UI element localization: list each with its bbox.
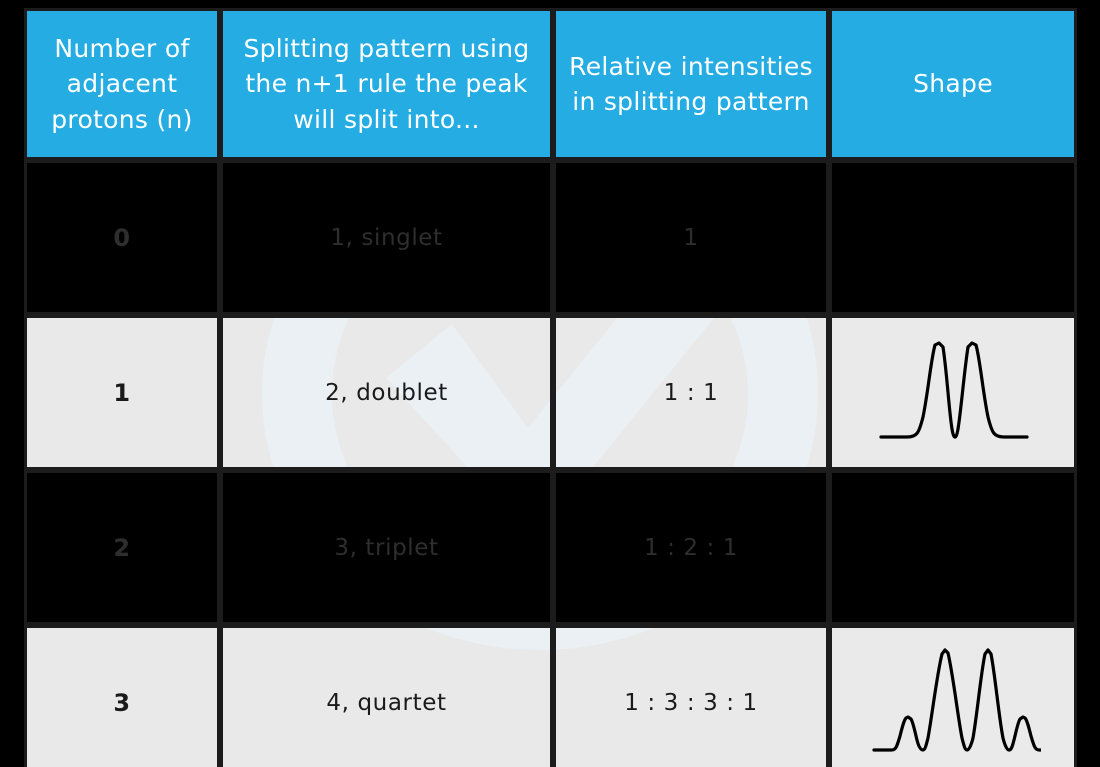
- table-row: 1 2, doublet 1 : 1: [24, 315, 1077, 470]
- cell-adjacent-protons: 1: [24, 315, 220, 470]
- cell-shape: [829, 315, 1077, 470]
- table-header: Number of adjacent protons (n) Splitting…: [24, 8, 1077, 160]
- column-header-relative-intensities: Relative intensities in splitting patter…: [553, 8, 829, 160]
- cell-adjacent-protons: 0: [24, 160, 220, 315]
- table-row: 0 1, singlet 1: [24, 160, 1077, 315]
- value-relative-intensities: 1 : 2 : 1: [643, 534, 739, 561]
- table-row: 2 3, triplet 1 : 2 : 1: [24, 470, 1077, 625]
- cell-shape: [829, 470, 1077, 625]
- column-header-splitting-pattern: Splitting pattern using the n+1 rule the…: [220, 8, 553, 160]
- value-splitting-pattern: 3, triplet: [334, 534, 439, 561]
- table-body: 0 1, singlet 1 1 2, doublet 1: [24, 160, 1077, 767]
- value-adjacent-protons: 0: [113, 223, 131, 252]
- nmr-splitting-table: Number of adjacent protons (n) Splitting…: [24, 8, 1077, 767]
- cell-splitting-pattern: 3, triplet: [220, 470, 553, 625]
- value-relative-intensities: 1 : 1: [663, 379, 719, 406]
- value-adjacent-protons: 3: [113, 688, 131, 717]
- header-row: Number of adjacent protons (n) Splitting…: [24, 8, 1077, 160]
- cell-splitting-pattern: 2, doublet: [220, 315, 553, 470]
- cell-splitting-pattern: 1, singlet: [220, 160, 553, 315]
- value-relative-intensities: 1: [683, 224, 699, 251]
- cell-relative-intensities: 1 : 1: [553, 315, 829, 470]
- cell-splitting-pattern: 4, quartet: [220, 625, 553, 767]
- value-splitting-pattern: 1, singlet: [330, 224, 443, 251]
- cell-adjacent-protons: 2: [24, 470, 220, 625]
- column-header-shape: Shape: [829, 8, 1077, 160]
- value-adjacent-protons: 1: [113, 378, 131, 407]
- cell-shape: [829, 625, 1077, 767]
- quartet-peak-diagram-icon: [871, 647, 1041, 752]
- value-splitting-pattern: 2, doublet: [325, 379, 448, 406]
- cell-relative-intensities: 1 : 3 : 3 : 1: [553, 625, 829, 767]
- cell-adjacent-protons: 3: [24, 625, 220, 767]
- value-relative-intensities: 1 : 3 : 3 : 1: [624, 689, 758, 716]
- table-row: 3 4, quartet 1 : 3 : 3 : 1: [24, 625, 1077, 767]
- doublet-peak-diagram-icon: [879, 340, 1029, 439]
- cell-shape: [829, 160, 1077, 315]
- cell-relative-intensities: 1: [553, 160, 829, 315]
- column-header-adjacent-protons: Number of adjacent protons (n): [24, 8, 220, 160]
- value-adjacent-protons: 2: [113, 533, 131, 562]
- value-splitting-pattern: 4, quartet: [326, 689, 447, 716]
- cell-relative-intensities: 1 : 2 : 1: [553, 470, 829, 625]
